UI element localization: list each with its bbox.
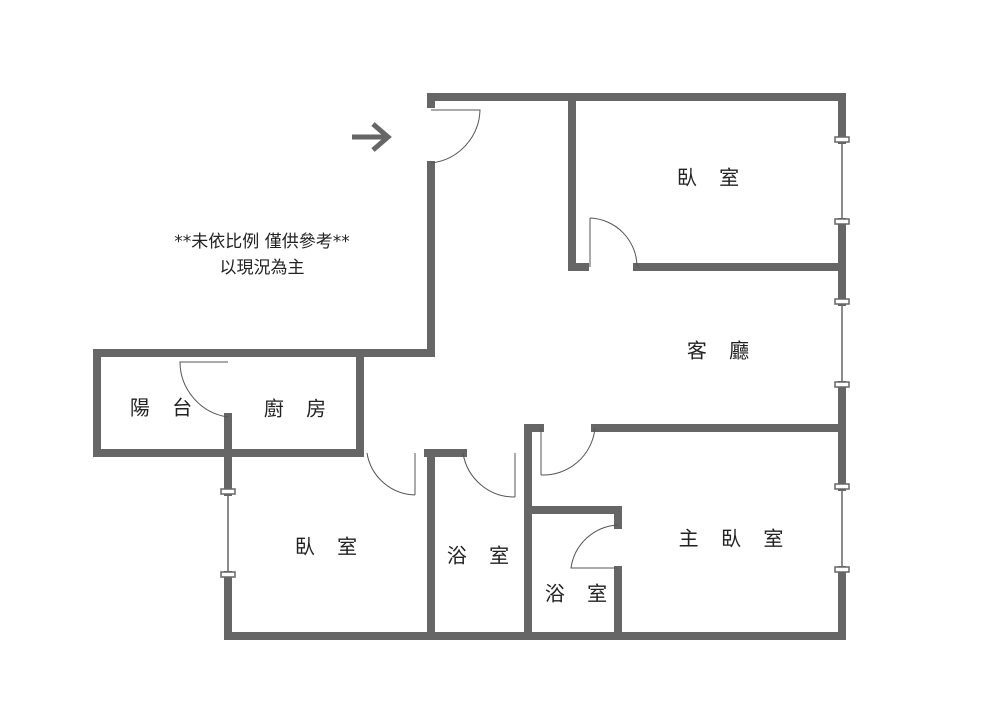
note-line-1: **未依比例 僅供參考** (174, 232, 350, 252)
walls (93, 93, 846, 640)
kitchen-door (179, 361, 229, 418)
wall-bedroom-top (568, 93, 846, 271)
outer-wall-top (427, 93, 846, 144)
wall-master-bath (524, 506, 622, 640)
disclaimer-note: **未依比例 僅供參考** 以現況為主 (174, 229, 349, 281)
room-label-balcony: 陽 台 (129, 395, 201, 420)
wall-bathroom-1 (424, 449, 467, 640)
master-bath-door (570, 524, 619, 569)
entry-door (430, 109, 481, 164)
wall-bathroom-2 (524, 424, 846, 640)
room-label-kitchen: 廚 房 (263, 396, 335, 421)
room-label-master-bedroom: 主 臥 室 (678, 526, 792, 551)
room-label-bathroom-2: 浴 室 (544, 581, 616, 606)
doors (179, 109, 638, 569)
note-line-2: 以現況為主 (219, 258, 305, 278)
master-door (540, 427, 596, 476)
bedroom-top-door (589, 217, 638, 268)
windows (220, 136, 850, 578)
bedroom-left-door (366, 452, 416, 496)
room-label-bedroom-left: 臥 室 (294, 534, 366, 559)
bathroom-1-door (462, 452, 516, 498)
arrow-right-icon (352, 122, 392, 152)
room-label-living-room: 客 廳 (686, 338, 758, 363)
room-label-bedroom-top: 臥 室 (676, 165, 748, 190)
room-label-bathroom-1: 浴 室 (446, 543, 518, 568)
outer-wall-right (224, 218, 846, 640)
wall-entry (93, 161, 435, 457)
